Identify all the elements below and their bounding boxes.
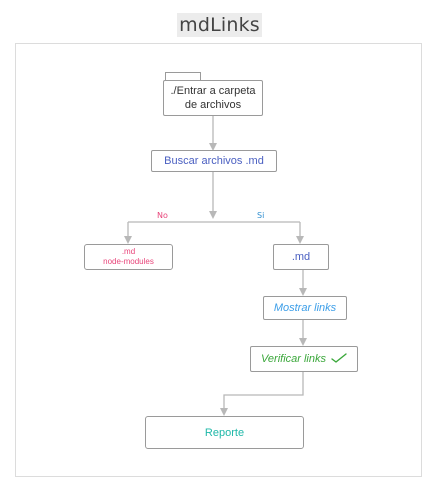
node-md-label: .md [291, 251, 311, 263]
diagram-frame [15, 43, 422, 477]
node-no-md-line2: node-modules [103, 257, 154, 266]
branch-label-si: Si [257, 211, 265, 220]
checkmark-icon [331, 352, 347, 366]
node-verificar-links: Verificar links [250, 346, 358, 372]
node-buscar-archivos-label: Buscar archivos .md [164, 155, 264, 167]
node-verificar-links-label: Verificar links [261, 353, 326, 365]
node-entrar-carpeta-line2: de archivos [184, 99, 242, 111]
node-md: .md [273, 244, 329, 270]
node-entrar-carpeta: ./Entrar a carpeta de archivos [163, 80, 263, 116]
folder-tab-shape [165, 72, 201, 80]
node-mostrar-links: Mostrar links [263, 296, 347, 320]
node-no-md: .md node-modules [84, 244, 173, 270]
node-entrar-carpeta-line1: ./Entrar a carpeta [170, 85, 256, 97]
arrow-verificar-to-reporte [220, 372, 304, 416]
node-no-md-line1: .md [121, 247, 136, 256]
diagram-title: mdLinks [177, 13, 262, 37]
node-reporte: Reporte [145, 416, 304, 449]
node-reporte-label: Reporte [204, 426, 245, 439]
title-wrapper: mdLinks [0, 13, 439, 37]
node-mostrar-links-label: Mostrar links [273, 302, 337, 314]
branch-label-no: No [157, 211, 168, 220]
node-buscar-archivos: Buscar archivos .md [151, 150, 277, 172]
